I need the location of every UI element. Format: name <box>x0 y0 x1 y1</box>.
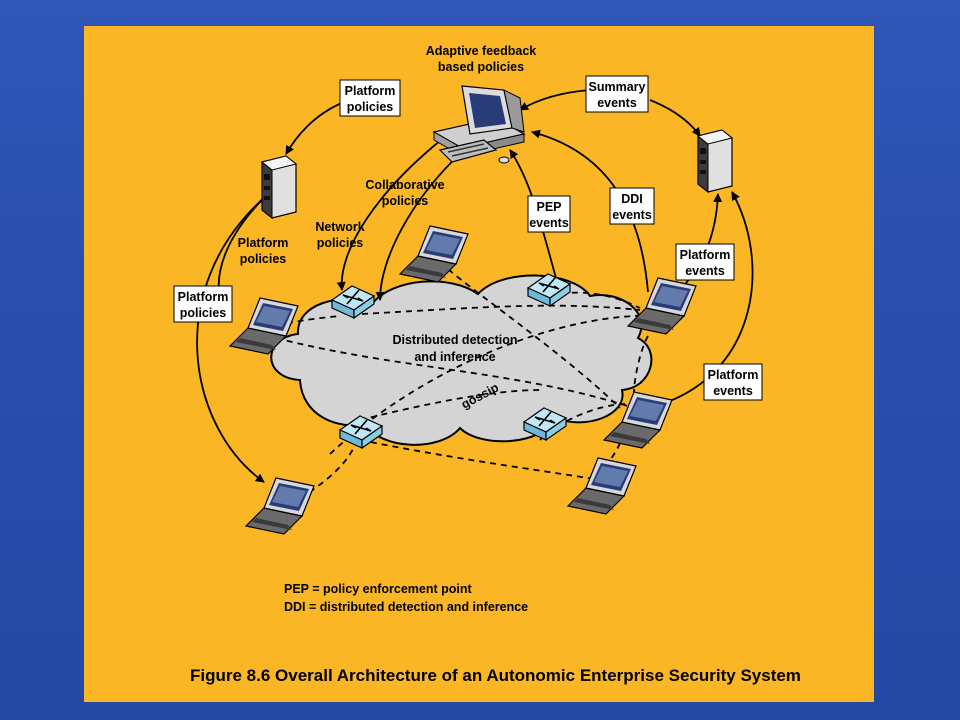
platform-events-label: Platform <box>680 248 731 262</box>
label-boxes <box>173 75 763 401</box>
network-policies-label: Network <box>315 220 364 234</box>
laptop-icon <box>627 277 697 335</box>
figure-caption: Figure 8.6 Overall Architecture of an Au… <box>190 666 801 685</box>
adaptive-label: based policies <box>438 60 524 74</box>
cloud-label: Distributed detection <box>392 333 517 347</box>
platform-policies-label: policies <box>180 306 227 320</box>
platform-events-label: Platform <box>708 368 759 382</box>
laptop-icon <box>567 457 637 515</box>
server-icon <box>697 129 733 193</box>
legend-ddi: DDI = distributed detection and inferenc… <box>284 600 528 614</box>
network-policies-label: policies <box>317 236 364 250</box>
laptop-icon <box>245 477 315 535</box>
ddi-events-label: events <box>612 208 652 222</box>
laptop-icon <box>399 225 469 283</box>
platform-policies-label: policies <box>240 252 287 266</box>
policy-event-arrows <box>196 89 754 483</box>
pep-events-label: PEP <box>536 200 561 214</box>
platform-events-label: events <box>713 384 753 398</box>
pep-events-label: events <box>529 216 569 230</box>
summary-events-label: Summary <box>589 80 646 94</box>
legend-pep: PEP = policy enforcement point <box>284 582 472 596</box>
summary-events-label: events <box>597 96 637 110</box>
adaptive-label: Adaptive feedback <box>426 44 537 58</box>
cloud-label: and inference <box>414 350 495 364</box>
ddi-events-label: DDI <box>621 192 643 206</box>
platform-policies-label: policies <box>347 100 394 114</box>
collaborative-policies-label: Collaborative <box>365 178 444 192</box>
server-icon <box>261 155 297 219</box>
collaborative-policies-label: policies <box>382 194 429 208</box>
platform-events-label: events <box>685 264 725 278</box>
platform-policies-label: Platform <box>178 290 229 304</box>
platform-policies-label: Platform <box>238 236 289 250</box>
workstation-icon <box>432 85 526 164</box>
platform-policies-label: Platform <box>345 84 396 98</box>
